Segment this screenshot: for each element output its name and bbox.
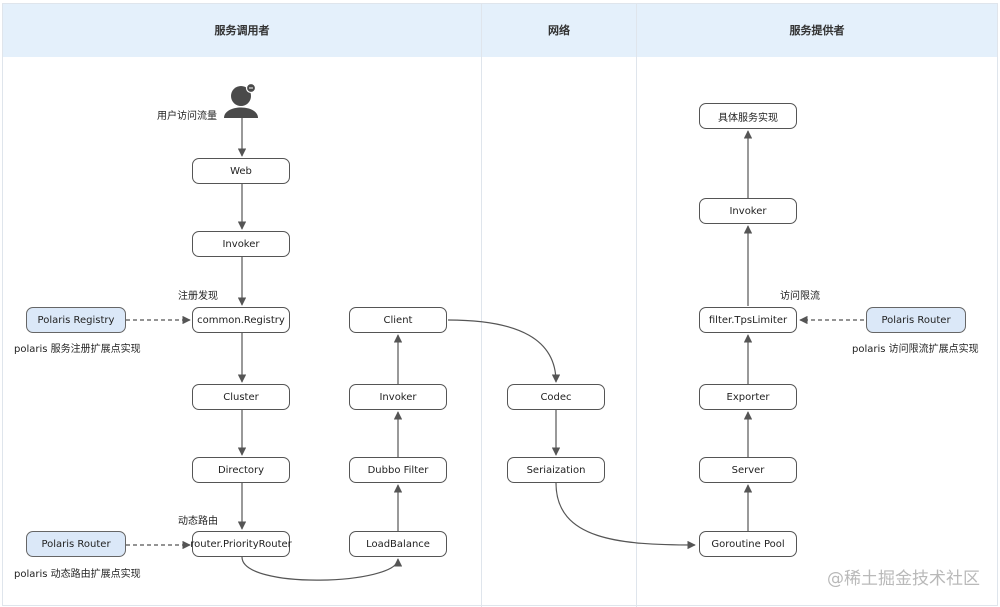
node-client[interactable]: Client xyxy=(349,307,447,333)
node-directory[interactable]: Directory xyxy=(192,457,290,483)
label-polaris-limit-ext: polaris 访问限流扩展点实现 xyxy=(852,344,979,355)
node-polaris-router-provider[interactable]: Polaris Router xyxy=(866,307,966,333)
node-router-priority[interactable]: router.PriorityRouter xyxy=(190,531,292,557)
node-common-registry[interactable]: common.Registry xyxy=(192,307,290,333)
label-dynamic-routing: 动态路由 xyxy=(178,516,218,527)
node-tps-limiter[interactable]: filter.TpsLimiter xyxy=(699,307,797,333)
node-polaris-router-consumer[interactable]: Polaris Router xyxy=(26,531,126,557)
node-polaris-registry[interactable]: Polaris Registry xyxy=(26,307,126,333)
column-header-consumer: 服务调用者 xyxy=(3,3,481,57)
column-header-provider: 服务提供者 xyxy=(637,3,997,57)
node-codec[interactable]: Codec xyxy=(507,384,605,410)
edge-serialization-pool xyxy=(555,482,696,550)
node-service-impl[interactable]: 具体服务实现 xyxy=(699,103,797,129)
label-service-discovery: 注册发现 xyxy=(178,291,218,302)
node-serialization[interactable]: Seriaization xyxy=(507,457,605,483)
column-header-network: 网络 xyxy=(482,3,636,57)
node-server[interactable]: Server xyxy=(699,457,797,483)
watermark: @稀土掘金技术社区 xyxy=(827,569,980,589)
label-polaris-registry-ext: polaris 服务注册扩展点实现 xyxy=(14,344,141,355)
node-invoker-client[interactable]: Invoker xyxy=(349,384,447,410)
column-divider-left xyxy=(481,3,482,607)
edge-router-loadbalance xyxy=(241,556,403,581)
node-goroutine-pool[interactable]: Goroutine Pool xyxy=(699,531,797,557)
node-exporter[interactable]: Exporter xyxy=(699,384,797,410)
node-invoker-consumer[interactable]: Invoker xyxy=(192,231,290,257)
user-icon xyxy=(224,82,258,118)
label-user-traffic: 用户访问流量 xyxy=(157,111,217,122)
node-dubbo-filter[interactable]: Dubbo Filter xyxy=(349,457,447,483)
edge-client-codec xyxy=(447,319,561,383)
node-web[interactable]: Web xyxy=(192,158,290,184)
node-invoker-provider[interactable]: Invoker xyxy=(699,198,797,224)
label-polaris-router-ext: polaris 动态路由扩展点实现 xyxy=(14,569,141,580)
node-load-balance[interactable]: LoadBalance xyxy=(349,531,447,557)
label-access-limit: 访问限流 xyxy=(780,291,820,302)
node-cluster[interactable]: Cluster xyxy=(192,384,290,410)
column-divider-right xyxy=(636,3,637,607)
